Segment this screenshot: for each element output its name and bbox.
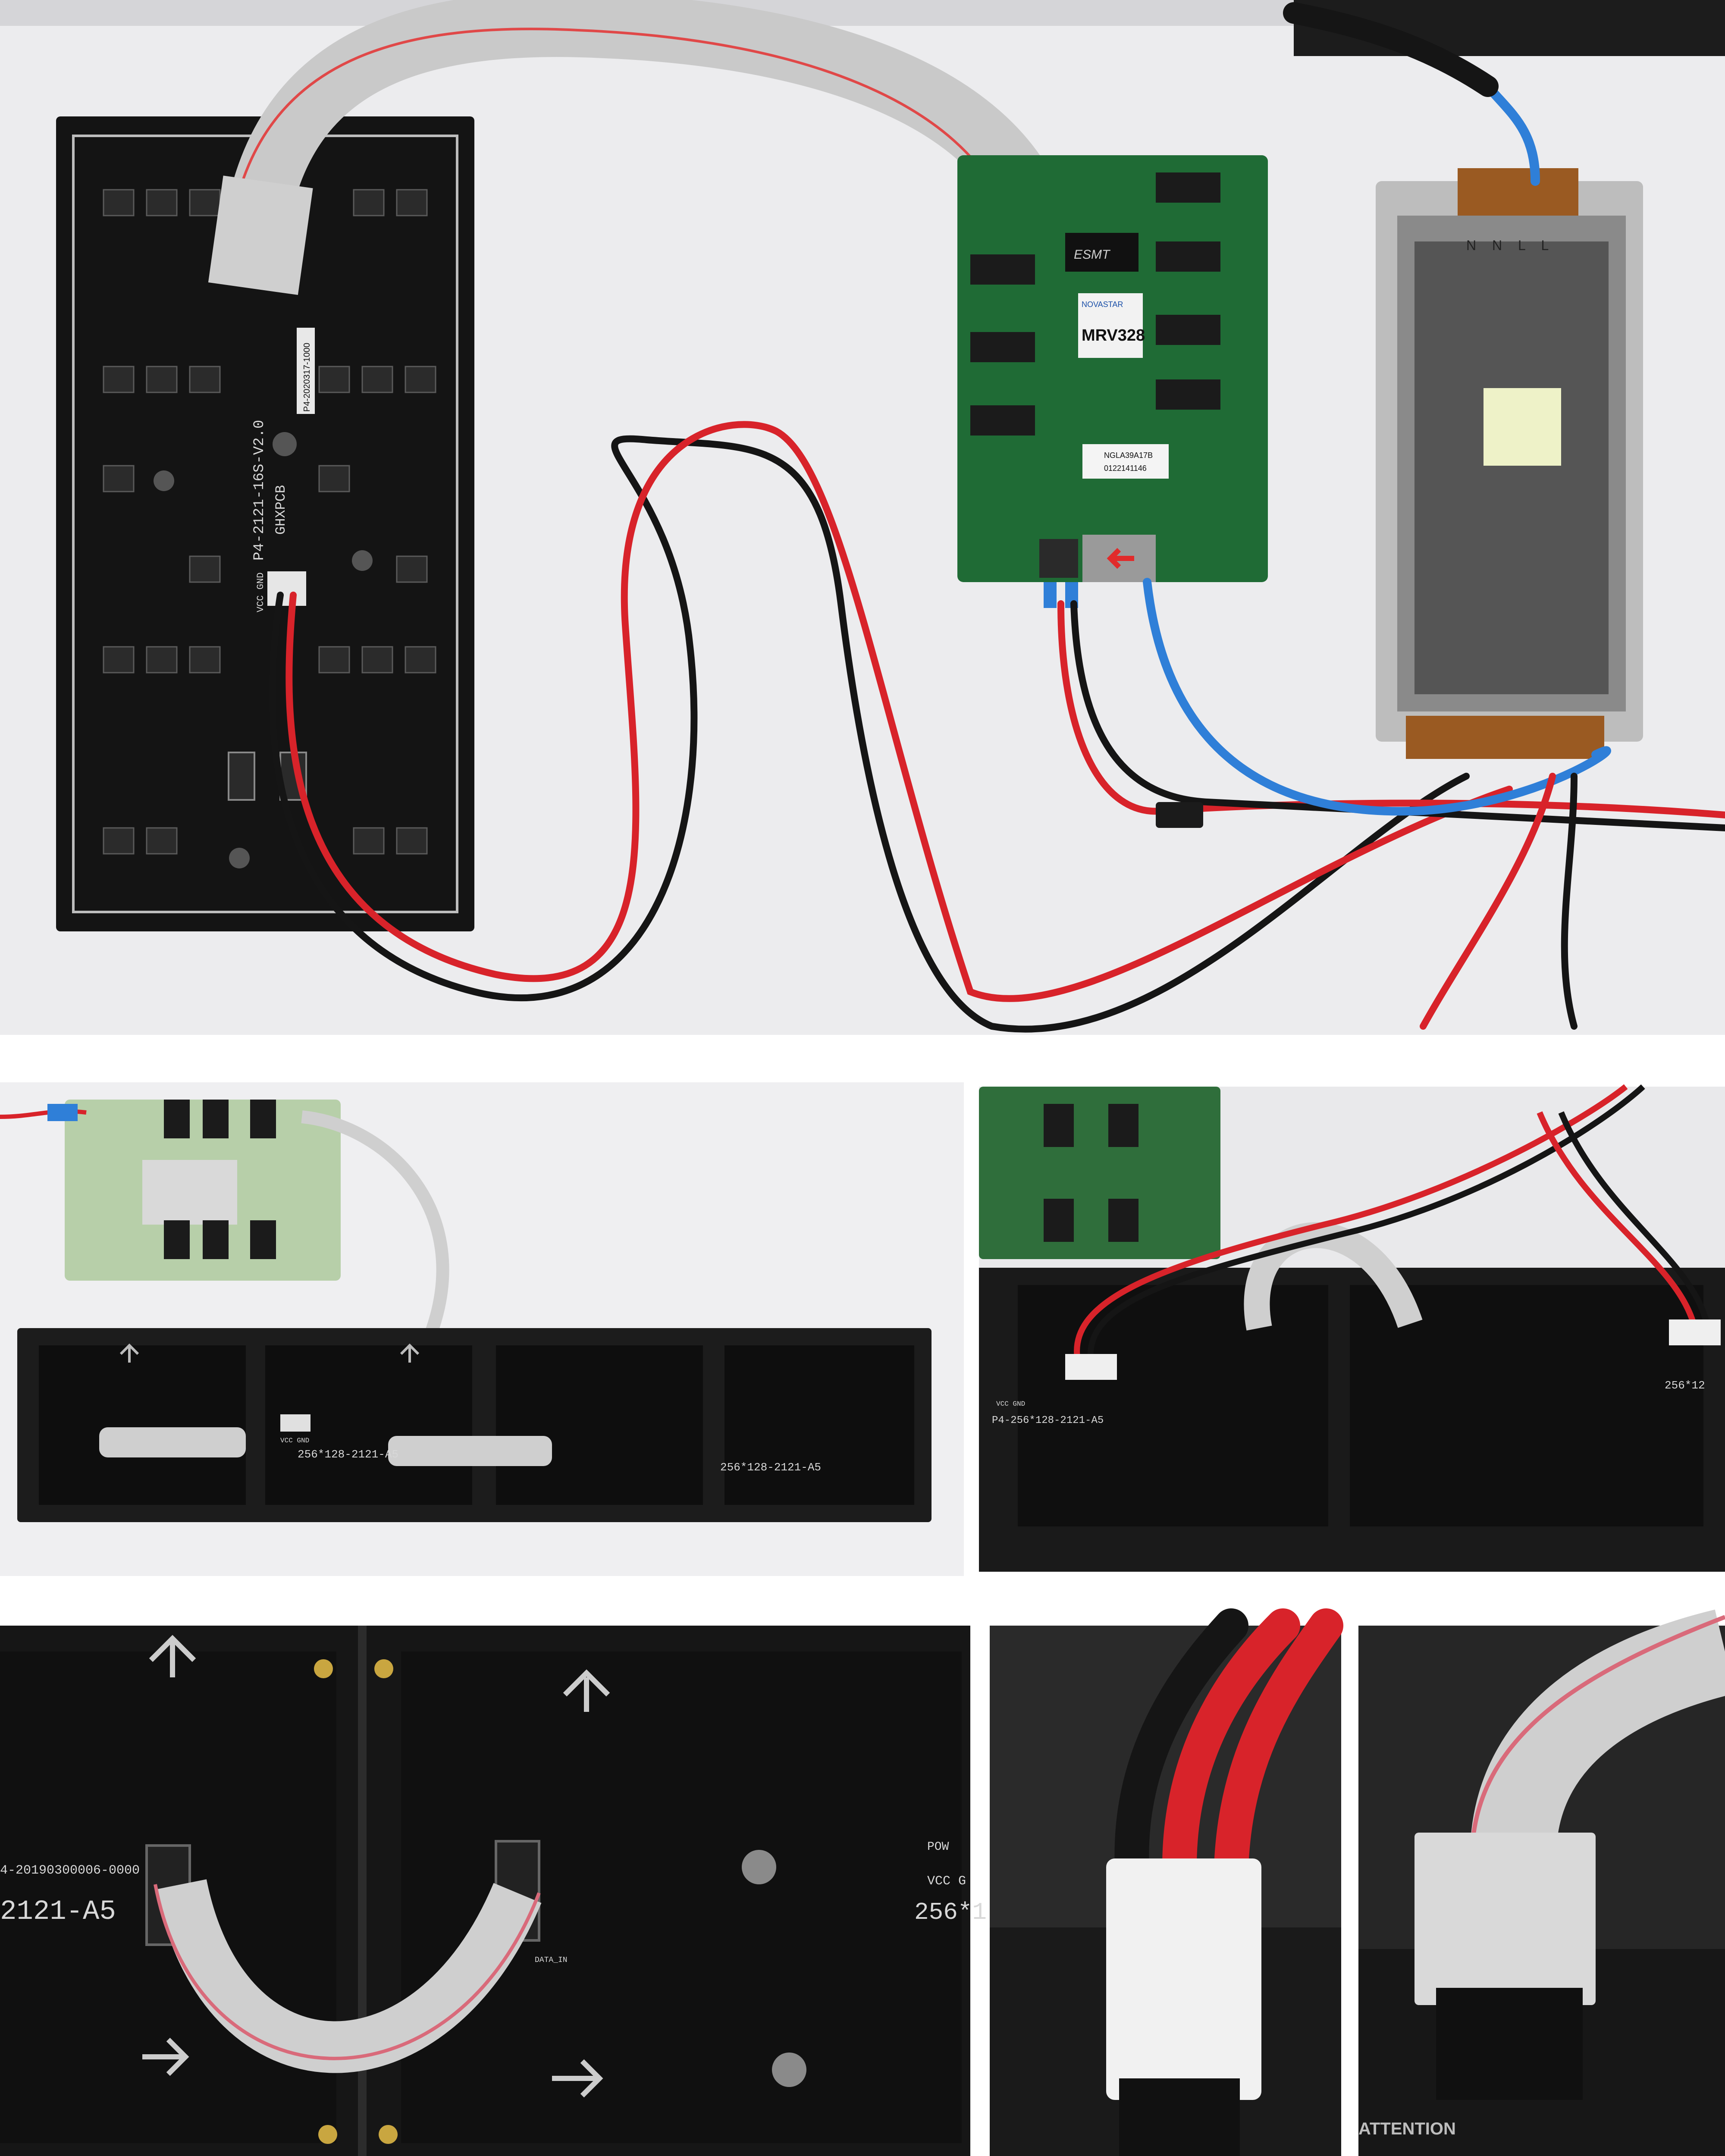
panel-pcb-label: P4-2121-16S-V2.0 [251,420,268,561]
svg-text:256*12: 256*12 [1665,1379,1705,1392]
module-label-b: 256*128-2121-A5 [720,1461,821,1474]
arrow-icon [1107,548,1134,569]
controller-model: MRV328 [1082,326,1145,345]
arrow-right-icon [552,2059,603,2098]
controller-model-sticker [1078,293,1143,358]
arrow-up-icon [149,1635,196,1677]
controller-serial-sticker [1082,444,1169,479]
arrow-right-icon [142,2037,189,2076]
inline-connector [1156,802,1203,828]
svg-text:POW: POW [927,1840,949,1854]
led-panel-back: P4-2020317-1000 P4-2121-16S-V2.0 GHXPCB … [56,116,474,931]
wiring [269,2,1725,1033]
module-id: 4-20190300006-0000 [0,1863,140,1878]
ribbon-cable-short [1244,1222,1423,1331]
panel-sticker-text: P4-2020317-1000 [302,343,312,412]
overview-scene: P4-2020317-1000 P4-2121-16S-V2.0 GHXPCB … [0,0,1725,1035]
ribbon-connector-scene: ATTENTION [1358,1609,1725,2156]
arrow-up-icon [400,1343,420,1363]
power-plug [1669,1319,1721,1345]
ribbon-closeup-scene: 4-20190300006-0000 2121-A5 256*1 POW VCC… [0,1626,987,2156]
psu-bottom-terminal [1406,716,1604,759]
power-supply: N N L L [1376,168,1643,759]
panel-power-pins: VCC GND [255,573,266,612]
panel-power-connector [267,571,306,606]
panel-maker: GHXPCB [273,485,289,535]
module-label-left: 2121-A5 [0,1896,116,1927]
photo-power-connector [990,1608,1343,2156]
chained-panels-scene: VCC GND 256*128-2121-A5 256*128-2121-A5 [0,1082,964,1576]
header-socket [1436,1988,1583,2100]
photo-ribbon-connector: ATTENTION [1358,1609,1725,2156]
photo-cable-closeup: P4-256*128-2121-A5 VCC GND 256*12 [979,1084,1725,1572]
black-socket [1119,2078,1240,2156]
panel-row [17,1328,932,1522]
capacitor [273,432,297,456]
receiving-card: ESMT NOVASTAR MRV328 NGLA39A17B 01221411… [957,155,1268,608]
power-connector-scene [990,1608,1343,2156]
psu-top-terminal [1458,168,1578,216]
idc-connector [1414,1833,1596,2005]
receiving-card-corner [979,1087,1220,1259]
arrow-up-icon [119,1343,139,1363]
svg-text:DATA_IN: DATA_IN [535,1956,568,1965]
controller-chip [1065,233,1138,272]
psu-terminal-labels: N N L L [1466,238,1555,253]
white-power-plug [1106,1858,1261,2100]
module-label-a: 256*128-2121-A5 [298,1448,398,1461]
power-plug [1065,1354,1117,1380]
capacitor [772,2053,806,2087]
photo-overview: P4-2020317-1000 P4-2121-16S-V2.0 GHXPCB … [0,0,1725,1035]
svg-text:NGLA39A17B: NGLA39A17B [1104,451,1153,460]
ribbon-cable-closeup [156,1879,542,2073]
photo-chained-panels: VCC GND 256*128-2121-A5 256*128-2121-A5 [0,1082,964,1576]
svg-text:0122141146: 0122141146 [1104,464,1147,473]
ribbon-cable-macro [1471,1609,1725,1846]
power-terminal [1039,539,1078,578]
cable-closeup-scene: P4-256*128-2121-A5 VCC GND 256*12 [979,1084,1725,1572]
svg-text:VCC G: VCC G [927,1874,966,1889]
arrow-up-icon [563,1669,610,1712]
photo-ribbon-closeup: 4-20190300006-0000 2121-A5 256*1 POW VCC… [0,1626,987,2156]
svg-text:VCC GND: VCC GND [280,1437,309,1445]
capacitor [742,1850,776,1884]
svg-text:VCC GND: VCC GND [996,1400,1025,1408]
controller-brand: NOVASTAR [1082,300,1123,309]
module-label: P4-256*128-2121-A5 [992,1415,1104,1426]
controller-chip-label: ESMT [1074,248,1111,262]
module-label-right: 256*1 [914,1899,987,1926]
ribbon-cable [232,0,1066,227]
attention-text: ATTENTION [1358,2119,1456,2138]
panel-sticker [297,328,315,414]
